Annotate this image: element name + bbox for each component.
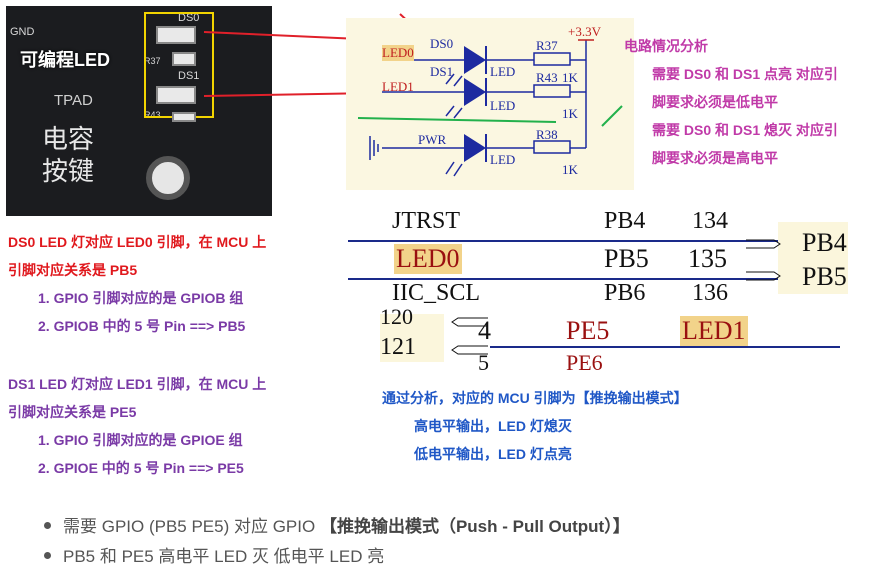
analysis-line3: 需要 DS0 和 DS1 熄灭 对应引: [652, 122, 838, 138]
silk-ds1: DS1: [178, 70, 200, 82]
analysis-line4: 脚要求必须是高电平: [652, 150, 778, 166]
silk-ds0: DS0: [178, 12, 200, 24]
r37-ref: R37: [536, 38, 558, 53]
led-schematic: DS0 LED0 DS1 LED1 PWR LED LED LED R37 R4…: [346, 18, 634, 190]
pb-top-row-num: 134: [692, 208, 728, 234]
conclusion-line2: 低电平输出，LED 灯点亮: [414, 446, 572, 462]
bullet1-text: 需要 GPIO (PB5 PE5) 对应 GPIO: [63, 517, 320, 536]
ds0-led-chip: [156, 26, 196, 44]
schematic-drawing: [357, 39, 623, 177]
ds1-note-item1: 1. GPIO 引脚对应的是 GPIOE 组: [38, 432, 243, 448]
pe5-pin-label: PE5: [566, 316, 610, 345]
r38-ref: R38: [536, 127, 558, 142]
r37-value: 1K: [562, 70, 578, 85]
ds1-note-line2: 引脚对应关系是 PE5: [8, 404, 137, 420]
cap-key-line2: 按键: [42, 156, 95, 186]
ds0-note-item1: 1. GPIO 引脚对应的是 GPIOB 组: [38, 290, 244, 306]
r43-value: 1K: [562, 106, 578, 121]
ds1-note-item2: 2. GPIOE 中的 5 号 Pin ==> PE5: [38, 460, 244, 476]
pwr-ref: PWR: [418, 132, 447, 147]
conclusion-title: 通过分析，对应的 MCU 引脚为【推挽输出模式】: [382, 390, 688, 406]
pe-left-top: 120: [380, 304, 413, 329]
ds0-note-item2: 2. GPIOB 中的 5 号 Pin ==> PB5: [38, 318, 246, 334]
pe-left-bottom: 121: [380, 334, 416, 360]
ds1-led-chip: [156, 86, 196, 104]
green-check-mark: [601, 105, 623, 127]
bullet2-text: PB5 和 PE5 高电平 LED 灭 低电平 LED 亮: [63, 547, 385, 566]
r38-resistor: [533, 140, 571, 154]
pb-bottom-row-mid: PB6: [604, 280, 646, 306]
silk-gnd: GND: [10, 26, 35, 38]
pe-pin-arrows: [451, 317, 488, 355]
vcc-label: +3.3V: [568, 24, 601, 39]
r43-chip: [172, 112, 196, 122]
r43-resistor: [533, 84, 571, 98]
pin-table-pe5: 120 121 4 5 PE5 PE6 LED1: [380, 304, 840, 375]
bullet1-bold: 【推挽输出模式（Push - Pull Output）】: [319, 517, 630, 536]
pe5-net-label: LED1: [680, 316, 748, 346]
bullet-level-behavior: PB5 和 PE5 高电平 LED 灭 低电平 LED 亮: [44, 542, 384, 567]
ds0-diode: [464, 46, 486, 74]
pb-top-row-left: JTRST: [392, 208, 461, 234]
pe5-pin-number: 4: [478, 316, 491, 345]
pb-top-row-mid: PB4: [604, 208, 646, 234]
led0-net-label: LED0: [382, 45, 414, 61]
pb-bottom-row-left: IIC_SCL: [392, 280, 481, 306]
silk-r43: R43: [144, 110, 161, 120]
ds0-note-line2: 引脚对应关系是 PB5: [8, 262, 138, 278]
r37-chip: [172, 52, 196, 66]
silk-r37: R37: [144, 56, 161, 66]
analysis-line1: 需要 DS0 和 DS1 点亮 对应引: [652, 66, 838, 82]
r37-resistor: [533, 52, 571, 66]
pe6-pin-number: 5: [478, 350, 489, 375]
analysis-title: 电路情况分析: [624, 38, 708, 54]
pb5-net-label: LED0: [394, 244, 462, 274]
r43-ref: R43: [536, 70, 558, 85]
pb-right-top: PB4: [802, 228, 847, 257]
pin-table-pb5: JTRST PB4 134 LED0 PB5 135 IIC_SCL PB6 1…: [348, 208, 848, 306]
pb-pin-arrows: [746, 239, 781, 281]
conclusion-line1: 高电平输出，LED 灯熄灭: [414, 418, 572, 434]
pb-bottom-row-num: 136: [692, 280, 728, 306]
ds0-led-value: LED: [490, 64, 516, 79]
board-photo: GND DS0 R37 DS1 R43 可编程LED TPAD 电容 按键: [6, 6, 272, 216]
pwr-diode: [464, 134, 486, 162]
r38-value: 1K: [562, 162, 578, 177]
analysis-line2: 脚要求必须是低电平: [652, 94, 778, 110]
pb5-pin-number: 135: [688, 244, 727, 273]
pb5-pin-label: PB5: [604, 244, 649, 273]
ds1-note-line1: DS1 LED 灯对应 LED1 引脚，在 MCU 上: [8, 376, 267, 392]
bullet-dot-icon: [44, 522, 51, 530]
cap-key-line1: 电容: [42, 124, 95, 154]
bullet-push-pull: 需要 GPIO (PB5 PE5) 对应 GPIO 【推挽输出模式（Push -…: [44, 512, 630, 537]
ds0-ref: DS0: [430, 36, 454, 51]
mounting-hole: [146, 156, 190, 200]
ds1-led-value: LED: [490, 98, 516, 113]
bullet-dot-icon: [44, 552, 51, 560]
ds1-ref: DS1: [430, 64, 454, 79]
pe6-pin-label: PE6: [566, 350, 603, 375]
pb-right-bottom: PB5: [802, 262, 847, 291]
pwr-led-value: LED: [490, 152, 516, 167]
led1-net-label: LED1: [382, 79, 414, 94]
tpad-label: TPAD: [54, 92, 93, 109]
programmable-led-label: 可编程LED: [20, 50, 110, 70]
ds1-diode: [464, 78, 486, 106]
green-ground-mark: [357, 117, 557, 123]
ds0-note-line1: DS0 LED 灯对应 LED0 引脚，在 MCU 上: [8, 234, 267, 250]
